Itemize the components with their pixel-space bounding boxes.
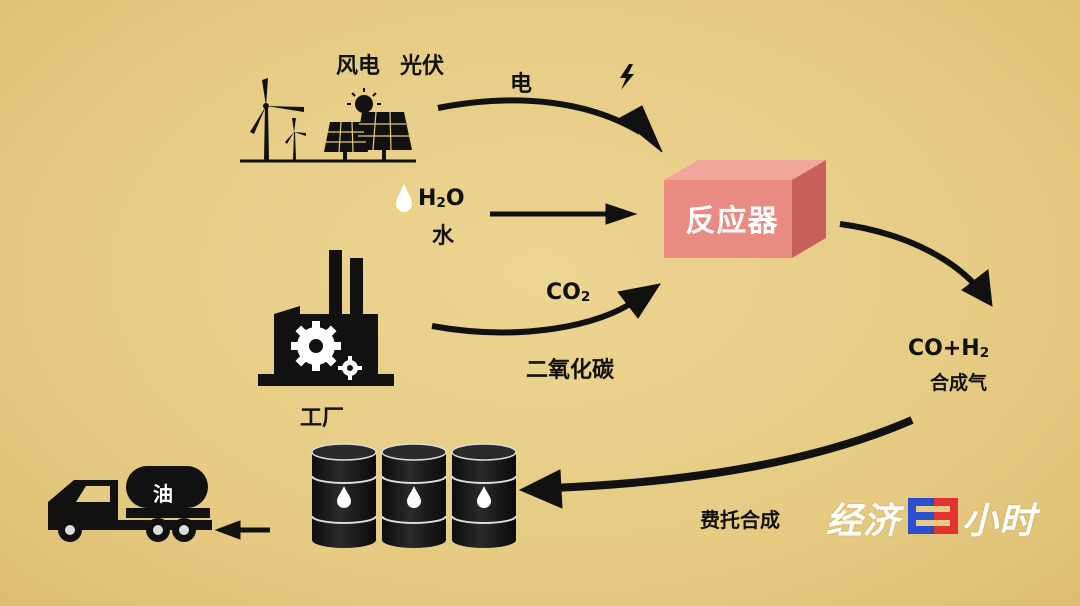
oil-label: 油 [153, 482, 173, 506]
oil-barrel-icon [381, 443, 447, 548]
oil-drop-icon [337, 486, 351, 508]
ft-synthesis-label: 费托合成 [700, 508, 780, 532]
co2-label: 二氧化碳 [526, 358, 615, 383]
arrows [214, 97, 993, 540]
arrow-electricity [437, 97, 642, 135]
electricity-label: 电 [510, 72, 533, 97]
wind-turbine-icon [240, 78, 322, 163]
factory-icon [258, 250, 394, 386]
oil-barrel-icon [311, 443, 377, 548]
oil-barrels [311, 443, 517, 548]
wind-label: 风电 [336, 54, 381, 79]
arrow-ft [551, 416, 914, 492]
solar-label: 光伏 [400, 54, 445, 79]
tanker-truck-icon [48, 466, 212, 542]
watermark-left: 经济 [826, 501, 901, 542]
oil-drop-icon [407, 486, 421, 508]
reactor-box [664, 160, 826, 258]
gear-icon [291, 321, 362, 380]
factory-label: 工厂 [300, 406, 345, 431]
arrow-co2 [431, 297, 638, 336]
solar-panel-icon [318, 88, 416, 163]
arrow-syngas [839, 221, 981, 290]
watermark-logo-icon [908, 498, 958, 534]
oil-drop-icon [477, 486, 491, 508]
reactor-label: 反应器 [685, 204, 779, 239]
water-formula: H2O [418, 186, 465, 212]
syngas-label: 合成气 [930, 372, 988, 394]
water-drop-icon [396, 184, 412, 212]
watermark-right: 小时 [962, 501, 1037, 542]
co2-formula: CO2 [546, 280, 591, 306]
lightning-icon [620, 64, 634, 90]
oil-barrel-icon [451, 443, 517, 548]
syngas-formula: CO+H2 [908, 336, 990, 362]
water-label: 水 [432, 224, 455, 249]
